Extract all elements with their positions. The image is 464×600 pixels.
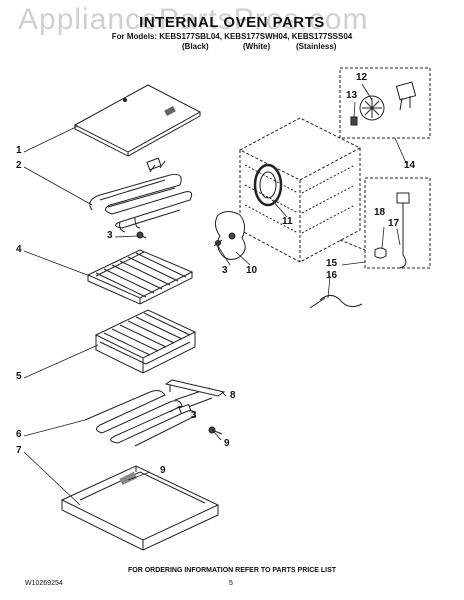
page-title: INTERNAL OVEN PARTS [139, 14, 325, 31]
callout-8: 8 [230, 390, 236, 401]
part-oven-rack [86, 249, 194, 305]
part-broil-element [89, 157, 193, 233]
part-fan-baffle [214, 211, 246, 260]
callout-3: 3 [107, 230, 113, 241]
callout-16: 16 [326, 270, 338, 281]
part-screw [213, 239, 223, 247]
part-convection-motor-box [339, 67, 431, 139]
watermark: AppliancePartsPros.com [18, 3, 369, 36]
part-screw [136, 231, 147, 239]
callout-17: 17 [388, 218, 400, 229]
page-number: 5 [229, 580, 233, 587]
finish-white: (White) [243, 42, 271, 51]
callout-7: 7 [16, 445, 22, 456]
part-sensor-box [339, 177, 431, 269]
callout-2: 2 [16, 160, 22, 171]
callout-3-c: 3 [222, 265, 228, 276]
document-number: W10269254 [25, 580, 63, 587]
model-list: For Models: KEBS177SBL04, KEBS177SWH04, … [111, 32, 353, 41]
callout-3-b: 3 [191, 410, 197, 421]
part-oven-cavity [238, 117, 362, 263]
callout-13: 13 [346, 90, 358, 101]
part-screw [208, 426, 223, 435]
part-bottom-panel [73, 84, 202, 157]
callout-6: 6 [16, 429, 22, 440]
callout-18: 18 [374, 207, 386, 218]
part-roller-rack [94, 309, 197, 374]
callout-4: 4 [16, 244, 22, 255]
callout-11: 11 [282, 216, 293, 227]
callout-9: 9 [224, 438, 230, 449]
part-temperature-sensor [309, 295, 363, 309]
part-bracket [164, 379, 226, 397]
callout-1: 1 [16, 145, 22, 156]
callout-9-b: 9 [160, 465, 166, 476]
callout-10: 10 [246, 265, 258, 276]
finish-stainless: (Stainless) [296, 42, 337, 51]
ordering-info: FOR ORDERING INFORMATION REFER TO PARTS … [127, 567, 337, 574]
callout-5: 5 [16, 371, 22, 382]
callout-15: 15 [326, 258, 338, 269]
finish-black: (Black) [182, 42, 209, 51]
leader-lines [23, 83, 408, 506]
callout-12: 12 [356, 72, 368, 83]
callout-14: 14 [404, 160, 416, 171]
part-bottom-cover [60, 465, 220, 551]
